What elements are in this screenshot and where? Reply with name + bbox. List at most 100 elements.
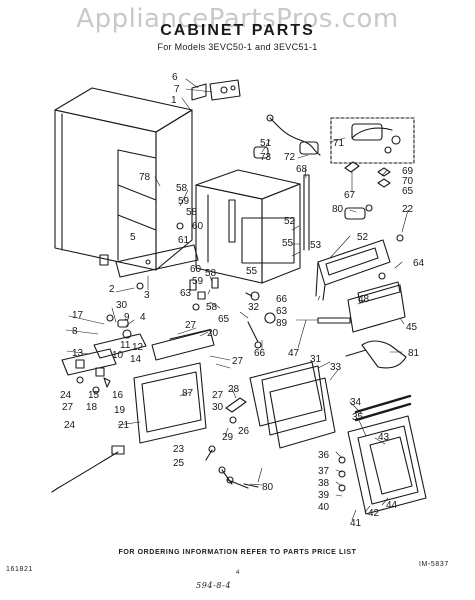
- callout-43: 43: [378, 432, 390, 443]
- callout-56b: 58: [206, 302, 218, 313]
- callout-2: 2: [109, 284, 115, 295]
- callout-31: 31: [310, 354, 322, 365]
- callout-8: 8: [72, 326, 78, 337]
- watermark: AppliancePartsPros.com: [76, 4, 399, 34]
- door-gasket: [249, 361, 336, 449]
- callout-30b: 30: [212, 402, 224, 413]
- callout-66: 68: [296, 164, 308, 175]
- callout-5: 5: [130, 232, 136, 243]
- callout-30: 30: [116, 300, 128, 311]
- callout-61: 64: [413, 258, 425, 269]
- callout-45: 45: [406, 322, 418, 333]
- callout-59: 59: [178, 196, 190, 207]
- callout-87: 81: [408, 348, 420, 359]
- callout-35: 35: [352, 412, 364, 423]
- callout-23: 23: [173, 444, 185, 455]
- callout-58b: 60: [190, 264, 202, 275]
- callout-9: 9: [124, 312, 130, 323]
- control-box: [330, 117, 415, 188]
- callout-17: 17: [72, 310, 84, 321]
- callout-42: 42: [368, 508, 380, 519]
- callout-27c: 27: [62, 402, 74, 413]
- callout-18: 18: [86, 402, 98, 413]
- callout-labels: 6 7 1 51 73 72 68 71 69 70 65 67 80 22 7…: [60, 72, 425, 529]
- handwritten-note: 594-8-4: [196, 581, 232, 590]
- document-code-left: 161821: [6, 566, 33, 573]
- cabinet-shell: [54, 87, 193, 271]
- callout-12: 12: [132, 342, 144, 353]
- callout-48: 48: [358, 294, 370, 305]
- callout-58: 60: [192, 221, 204, 232]
- callout-25: 25: [173, 458, 185, 469]
- callout-3: 3: [144, 290, 150, 301]
- callout-70: 70: [402, 176, 414, 187]
- power-cord: [51, 445, 125, 493]
- top-hinge-parts: [191, 79, 241, 101]
- callout-57: 58: [186, 207, 198, 218]
- callout-68: 67: [344, 190, 356, 201]
- callout-56: 58: [176, 183, 188, 194]
- ice-door-assembly: [338, 394, 427, 515]
- grille-panel: [115, 244, 215, 361]
- callout-47: 47: [288, 348, 300, 359]
- callout-20: 20: [207, 328, 219, 339]
- callout-14: 14: [130, 354, 142, 365]
- callout-21: 21: [118, 420, 130, 431]
- drain-rod: [303, 174, 310, 251]
- callout-41: 41: [350, 518, 362, 529]
- callout-59c: 59: [192, 276, 204, 287]
- callout-65: 66: [254, 348, 266, 359]
- callout-33: 33: [330, 362, 342, 373]
- callout-81: 80: [332, 204, 344, 215]
- screws: [136, 222, 404, 489]
- callout-37: 37: [318, 466, 330, 477]
- leader-lines: [65, 78, 409, 521]
- callout-10: 10: [112, 350, 124, 361]
- callout-80: 80: [262, 482, 274, 493]
- drain-bucket: [345, 340, 407, 369]
- callout-67: 66: [276, 294, 288, 305]
- ordering-footnote: FOR ORDERING INFORMATION REFER TO PARTS …: [118, 549, 357, 556]
- callout-49: 51: [260, 138, 272, 149]
- callout-6: 6: [172, 72, 178, 83]
- callout-44: 44: [386, 500, 398, 511]
- callout-32: 32: [248, 302, 260, 313]
- callout-72: 72: [284, 152, 296, 163]
- document-code-right: IM-5837: [419, 561, 449, 568]
- callout-26: 26: [238, 426, 250, 437]
- page-number: 4: [236, 570, 240, 576]
- liner-box: [195, 146, 301, 284]
- callout-69: 69: [402, 166, 414, 177]
- callout-28: 28: [228, 384, 240, 395]
- callout-51: 52: [357, 232, 369, 243]
- callout-13: 13: [72, 348, 84, 359]
- callout-63: 65: [402, 186, 414, 197]
- callout-27b: 27: [232, 356, 244, 367]
- callout-24b: 24: [64, 420, 76, 431]
- callout-4: 4: [140, 312, 146, 323]
- callout-27d: 27: [212, 390, 224, 401]
- callout-64: 65: [218, 314, 230, 325]
- callout-34: 34: [350, 397, 362, 408]
- control-knob-assembly: [61, 314, 147, 394]
- callout-27: 27: [185, 320, 197, 331]
- callout-89: 87: [182, 388, 194, 399]
- callout-40: 40: [318, 502, 330, 513]
- callout-78: 78: [139, 172, 151, 183]
- callout-52: 52: [284, 216, 296, 227]
- wire-harness: [266, 114, 393, 156]
- lower-door: [133, 362, 207, 444]
- callout-38: 38: [318, 478, 330, 489]
- callout-53: 53: [310, 240, 322, 251]
- callout-57b: 58: [205, 268, 217, 279]
- light-housing: [344, 204, 373, 220]
- callout-73: 73: [260, 152, 272, 163]
- callout-16: 16: [112, 390, 124, 401]
- callout-1: 1: [171, 95, 177, 106]
- callout-91: 89: [276, 318, 288, 329]
- page-title: CABINET PARTS: [160, 22, 315, 39]
- callout-7: 7: [174, 84, 180, 95]
- callout-11: 11: [120, 340, 131, 351]
- callout-15: 15: [88, 390, 100, 401]
